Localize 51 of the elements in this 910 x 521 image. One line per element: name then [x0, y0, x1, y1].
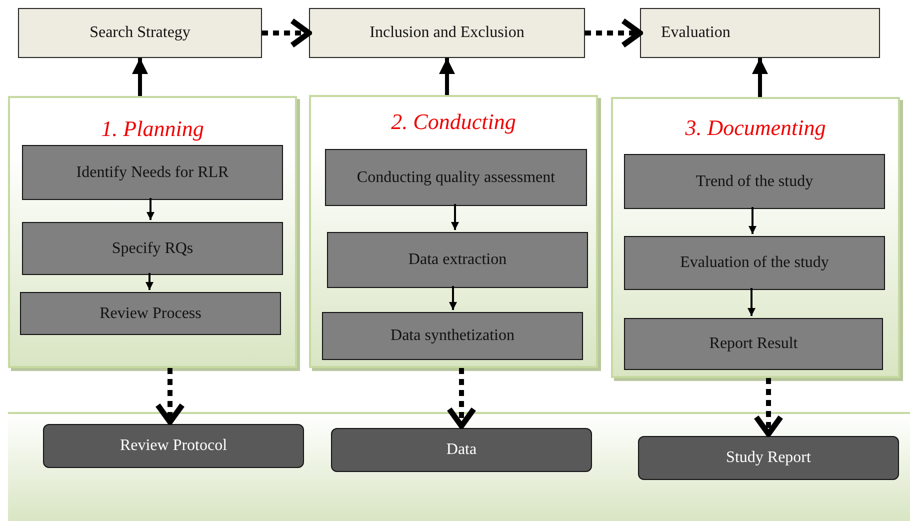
step-box — [327, 232, 588, 288]
arrow — [449, 286, 457, 310]
step-box — [624, 236, 885, 290]
phase-panel — [309, 95, 598, 368]
phase-title: 2. Conducting — [390, 109, 517, 135]
process-box — [18, 8, 262, 58]
step-box — [624, 154, 885, 209]
dashed-arrow — [754, 378, 784, 437]
box-label: Report Result — [709, 335, 798, 353]
phase-title: 1. Planning — [100, 116, 205, 142]
process-box — [640, 8, 880, 58]
arrow — [451, 204, 459, 230]
arrow — [748, 207, 756, 234]
arrow — [752, 58, 768, 97]
box-label: Inclusion and Exclusion — [370, 24, 524, 42]
dashed-arrow — [155, 368, 185, 425]
box-label: Evaluation of the study — [680, 254, 829, 272]
step-box — [322, 312, 583, 360]
box-label: Trend of the study — [696, 172, 814, 190]
arrow — [748, 288, 756, 316]
box-label: Review Protocol — [120, 437, 228, 455]
step-box — [22, 145, 283, 200]
arrow — [132, 58, 148, 96]
box-label: Evaluation — [661, 24, 730, 42]
box-label: Data synthetization — [390, 327, 514, 345]
box-label: Study Report — [726, 449, 811, 467]
arrow — [439, 58, 455, 95]
dashed-arrow — [446, 368, 476, 429]
box-label: Data extraction — [408, 251, 507, 269]
step-box — [22, 222, 283, 275]
output-box — [331, 428, 592, 472]
phase-panel — [8, 96, 297, 368]
step-box — [20, 292, 281, 335]
arrow — [146, 273, 154, 290]
dashed-arrow — [585, 18, 643, 48]
step-box — [325, 149, 587, 206]
output-box — [638, 436, 899, 480]
box-label: Identify Needs for RLR — [76, 164, 229, 182]
step-box — [624, 318, 883, 370]
box-label: Search Strategy — [90, 24, 190, 42]
box-label: Review Process — [100, 304, 202, 322]
output-band — [8, 412, 910, 521]
process-box — [309, 8, 585, 58]
output-box — [43, 424, 304, 468]
phase-title: 3. Documenting — [684, 115, 827, 141]
box-label: Data — [446, 441, 477, 459]
phase-panel — [611, 97, 900, 378]
dashed-arrow — [262, 18, 312, 48]
box-label: Conducting quality assessment — [356, 168, 556, 186]
arrow — [146, 198, 154, 220]
box-label: Specify RQs — [112, 240, 194, 258]
